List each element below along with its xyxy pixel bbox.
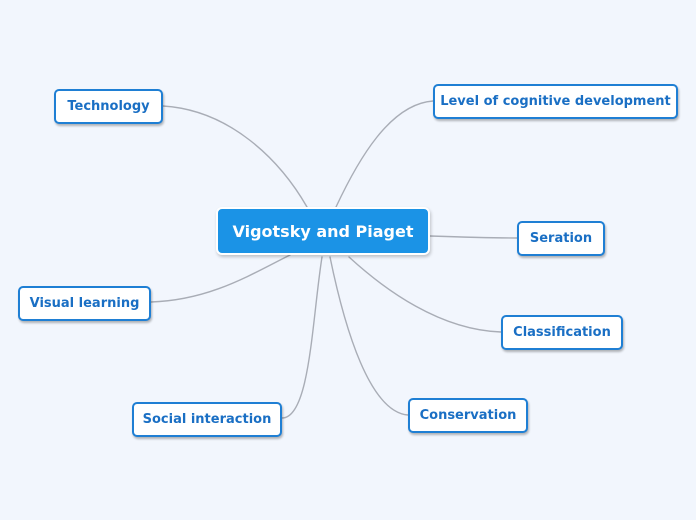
connector-seration <box>429 235 518 239</box>
topic-level-of-cognitive-development[interactable]: Level of cognitive development <box>433 84 678 119</box>
topic-technology[interactable]: Technology <box>54 89 163 124</box>
connector-technology <box>162 105 308 208</box>
connector-social-interaction <box>281 256 323 419</box>
topic-visual-learning[interactable]: Visual learning <box>18 286 151 321</box>
topic-social-interaction[interactable]: Social interaction <box>132 402 282 437</box>
topic-conservation[interactable]: Conservation <box>408 398 528 433</box>
central-topic[interactable]: Vigotsky and Piaget <box>216 207 430 255</box>
connector-level-of-cognitive-development <box>335 100 434 208</box>
connector-classification <box>348 256 502 333</box>
topic-classification[interactable]: Classification <box>501 315 623 350</box>
topic-seration[interactable]: Seration <box>517 221 605 256</box>
connector-visual-learning <box>150 254 291 303</box>
connector-conservation <box>329 256 409 416</box>
